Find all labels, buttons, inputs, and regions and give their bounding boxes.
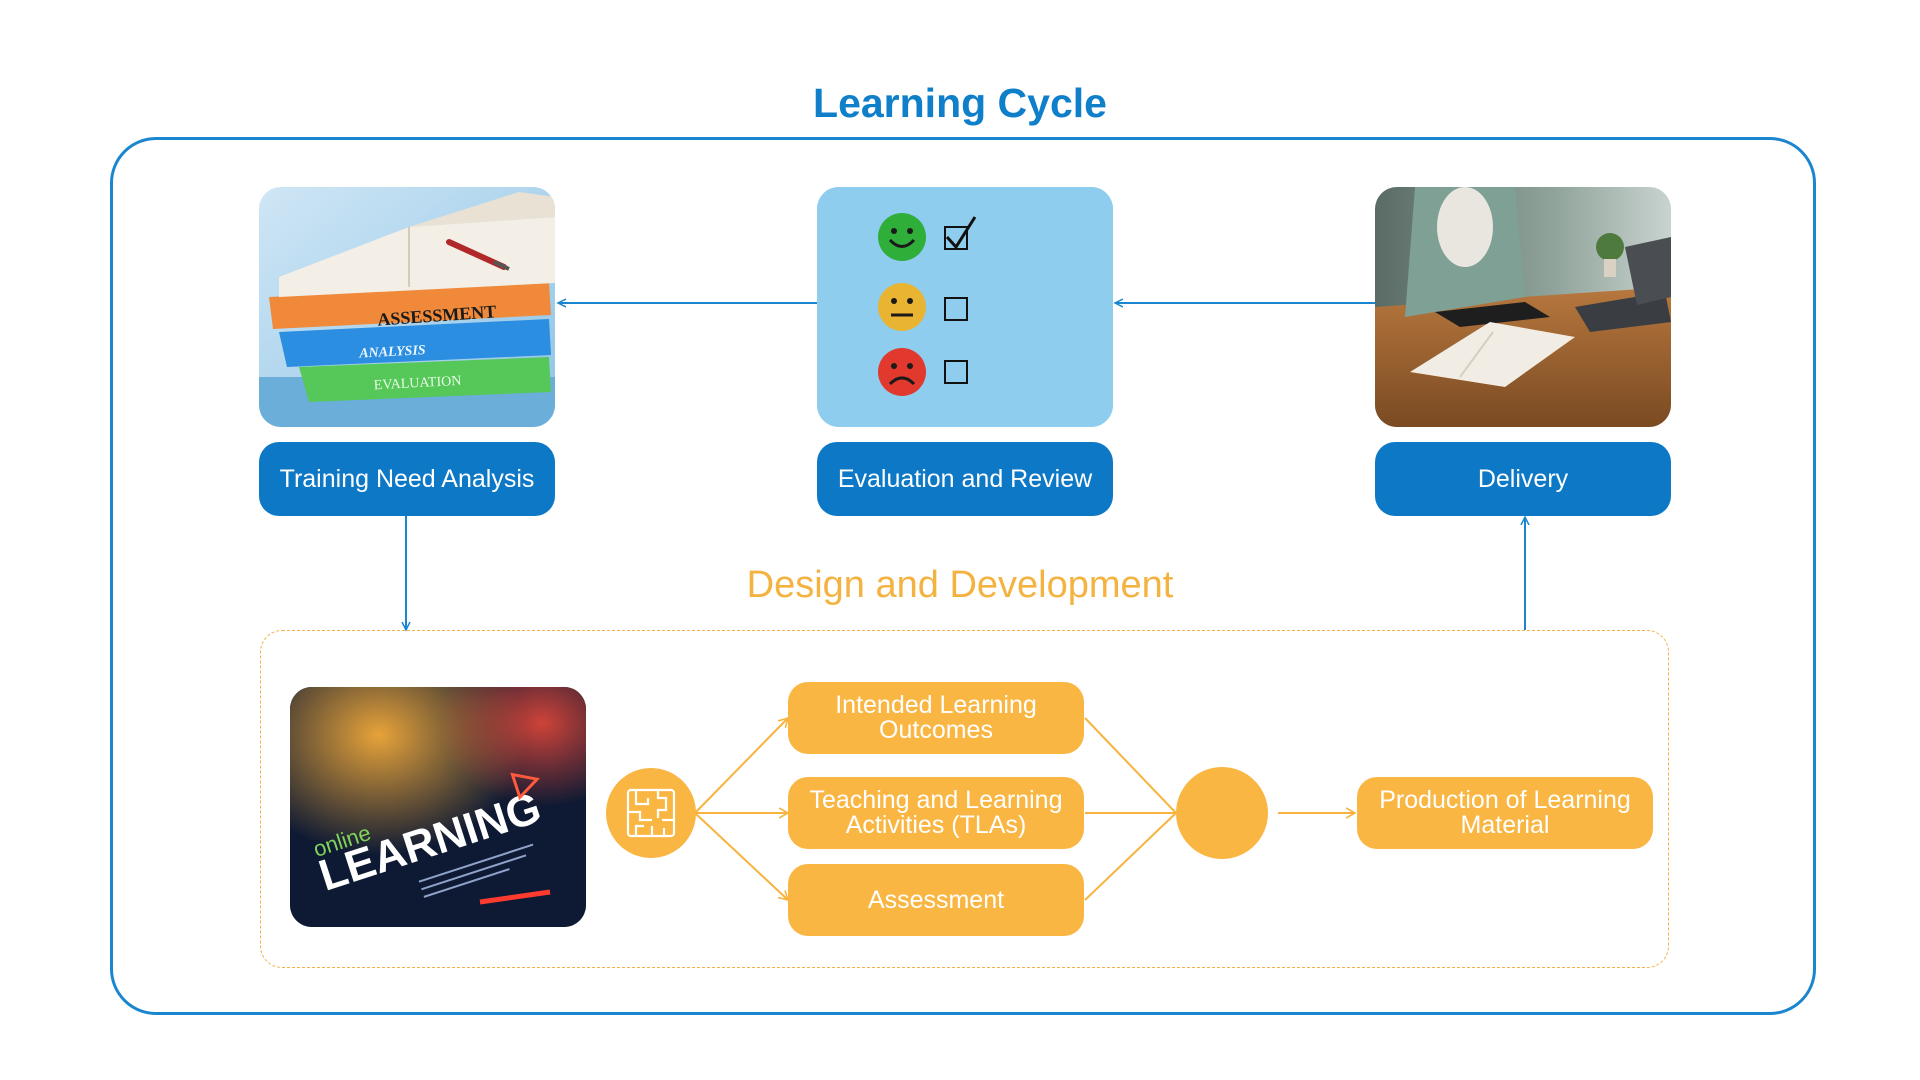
arrow-maze-to-ilo bbox=[694, 718, 788, 814]
page-title: Learning Cycle bbox=[813, 80, 1107, 126]
intended-learning-outcomes-box[interactable]: Intended Learning Outcomes bbox=[788, 682, 1084, 754]
evaluation-photo bbox=[817, 187, 1113, 427]
delivery-photo bbox=[1375, 187, 1671, 427]
assessment-box[interactable]: Assessment bbox=[788, 864, 1084, 936]
book-label-analysis: ANALYSIS bbox=[358, 343, 426, 362]
line-ilo-to-hub bbox=[1084, 717, 1177, 814]
laptop-study-icon bbox=[1375, 187, 1671, 427]
design-development-title: Design and Development bbox=[746, 564, 1174, 606]
production-of-learning-material-box[interactable]: Production of Learning Material bbox=[1357, 777, 1653, 849]
book-label-evaluation: EVALUATION bbox=[373, 374, 461, 394]
line-assessment-to-hub bbox=[1084, 812, 1177, 901]
training-need-analysis-button[interactable]: Training Need Analysis bbox=[259, 442, 555, 516]
online-learning-icon: online LEARNING bbox=[290, 687, 586, 927]
teaching-learning-activities-box[interactable]: Teaching and Learning Activities (TLAs) bbox=[788, 777, 1084, 849]
online-learning-photo: online LEARNING bbox=[290, 687, 586, 927]
tna-photo: EVALUATION ANALYSIS ASSESSMENT bbox=[259, 187, 555, 427]
delivery-button[interactable]: Delivery bbox=[1375, 442, 1671, 516]
learning-cycle-frame bbox=[110, 137, 1816, 1015]
arrow-maze-to-assessment bbox=[694, 812, 788, 900]
maze-circle bbox=[606, 768, 696, 858]
books-icon: EVALUATION ANALYSIS ASSESSMENT bbox=[259, 187, 555, 427]
evaluation-and-review-button[interactable]: Evaluation and Review bbox=[817, 442, 1113, 516]
design-development-frame bbox=[260, 630, 1669, 968]
hub-circle bbox=[1176, 767, 1268, 859]
smiley-checklist-icon bbox=[817, 187, 1113, 427]
maze-icon bbox=[626, 788, 676, 838]
